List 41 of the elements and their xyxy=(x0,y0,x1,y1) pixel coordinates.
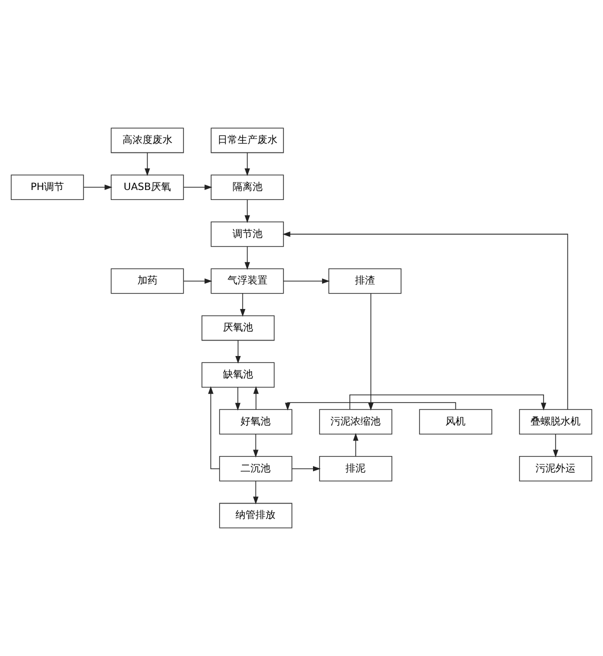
arrow xyxy=(284,402,456,410)
arrow xyxy=(368,293,374,411)
arrow xyxy=(244,246,250,270)
arrow xyxy=(253,434,258,458)
arrow xyxy=(253,386,259,410)
node-box: 缺氧池 xyxy=(202,362,275,388)
node-box: 日常生产废水 xyxy=(210,128,284,154)
node-box: 厌氧池 xyxy=(202,315,275,341)
node-box: 污泥浓缩池 xyxy=(319,409,392,434)
arrow xyxy=(244,152,250,176)
arrow xyxy=(240,293,246,317)
node-box: 风机 xyxy=(419,409,492,434)
node-box: 污泥外运 xyxy=(519,456,592,482)
node-box: 高浓度废水 xyxy=(110,128,184,154)
node-box: 好氧池 xyxy=(219,409,292,434)
arrow xyxy=(283,278,330,284)
node-box: 隔离池 xyxy=(210,174,284,200)
arrow xyxy=(235,340,241,364)
node-box: 加药 xyxy=(110,268,184,294)
arrow xyxy=(244,199,250,223)
arrow xyxy=(144,152,150,176)
node-box: 调节池 xyxy=(210,222,284,247)
arrow xyxy=(183,184,212,190)
arrow xyxy=(349,394,546,410)
arrow xyxy=(292,466,321,472)
arrow xyxy=(552,434,558,458)
arrow xyxy=(282,232,568,410)
node-box: PH调节 xyxy=(10,174,84,200)
arrow xyxy=(235,386,240,411)
arrow xyxy=(83,184,112,190)
arrow xyxy=(208,386,220,470)
node-box: 排泥 xyxy=(319,456,392,482)
arrow xyxy=(353,433,358,457)
node-box: UASB厌氧 xyxy=(110,174,184,200)
arrow xyxy=(253,480,258,504)
node-box: 气浮装置 xyxy=(210,268,284,294)
node-box: 排渣 xyxy=(328,268,402,294)
arrow xyxy=(183,278,212,284)
node-box: 叠螺脱水机 xyxy=(519,409,592,434)
node-box: 二沉池 xyxy=(219,456,292,482)
node-box: 纳管排放 xyxy=(219,502,292,528)
